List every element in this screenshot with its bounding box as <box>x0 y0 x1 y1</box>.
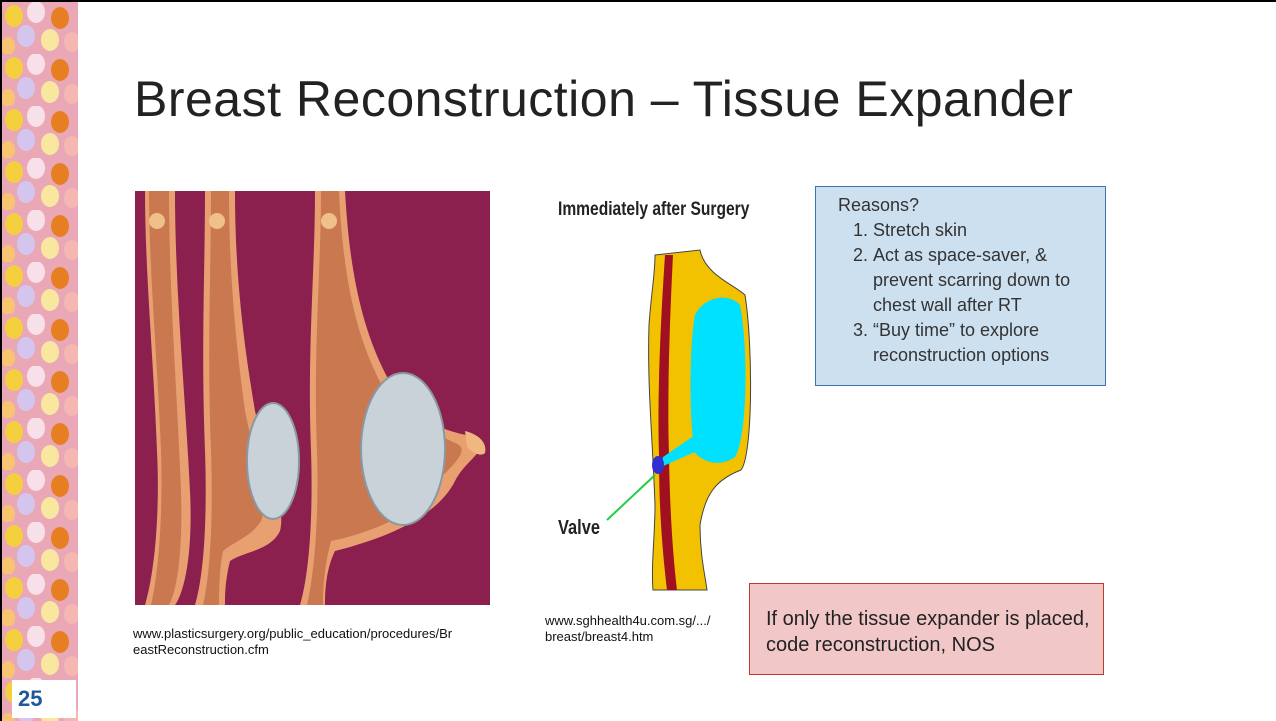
right-image-source-caption: www.sghhealth4u.com.sg/.../ breast/breas… <box>545 613 735 645</box>
slide-title: Breast Reconstruction – Tissue Expander <box>134 70 1073 128</box>
valve-label: Valve <box>558 517 600 540</box>
reason-item: Stretch skin <box>873 218 1099 243</box>
coding-note-box: If only the tissue expander is placed, c… <box>749 583 1104 675</box>
expander-diagram: Immediately after Surgery Valve <box>555 195 815 595</box>
tissue-expander-illustration <box>135 191 490 605</box>
reason-item: “Buy time” to explore reconstruction opt… <box>873 318 1099 368</box>
reason-item: Act as space-saver, & prevent scarring d… <box>873 243 1099 318</box>
decorative-balloon-sidebar <box>2 2 78 721</box>
slide-number: 25 <box>12 680 76 718</box>
reasons-list: Stretch skin Act as space-saver, & preve… <box>838 218 1099 368</box>
reasons-box: Reasons? Stretch skin Act as space-saver… <box>815 186 1106 386</box>
left-image-source-caption: www.plasticsurgery.org/public_education/… <box>133 626 453 658</box>
slide-frame-top <box>0 0 1276 2</box>
balloon-pattern <box>2 2 78 721</box>
reasons-title: Reasons? <box>838 193 1099 218</box>
